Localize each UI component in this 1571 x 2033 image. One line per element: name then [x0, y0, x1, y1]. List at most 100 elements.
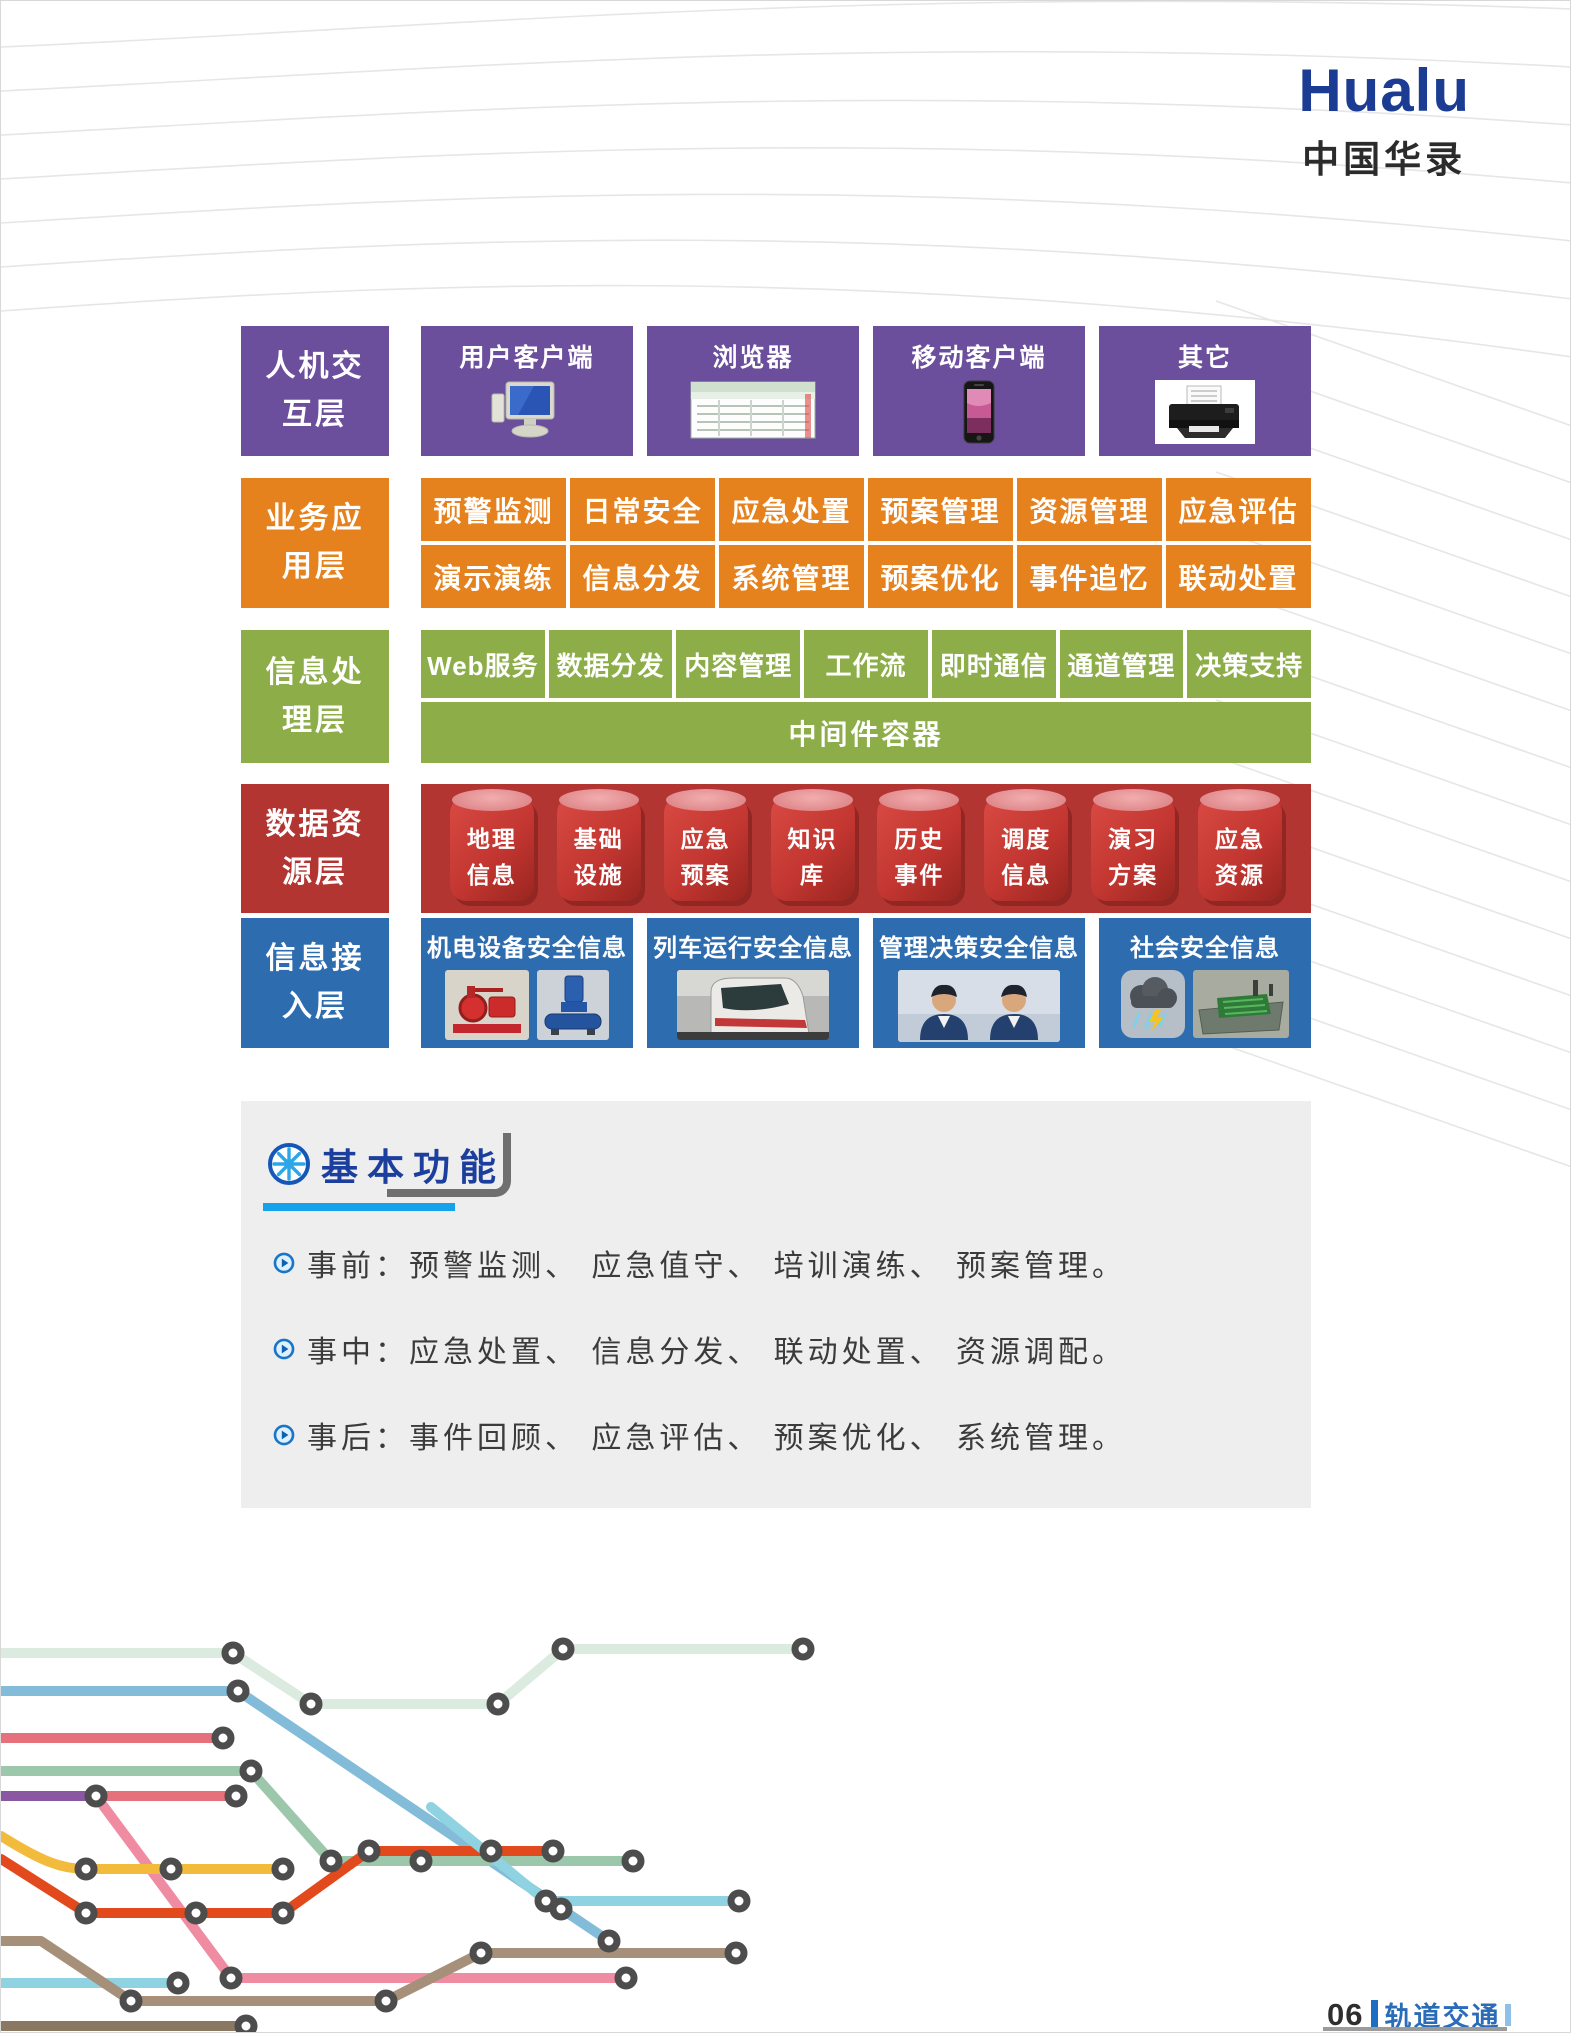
business-cell: 联动处置	[1166, 545, 1311, 608]
logo-company-text: 中国华录	[1302, 139, 1467, 180]
access-block-title: 管理决策安全信息	[879, 935, 1079, 962]
access-block-title: 机电设备安全信息	[427, 935, 627, 962]
function-bullet-before: 事前：预警监测、 应急值守、 培训演练、 预案管理。	[273, 1241, 1126, 1285]
layer-label-line: 入层	[282, 990, 348, 1023]
desktop-computer-icon	[491, 381, 555, 438]
bullet-arrow-icon	[273, 1252, 295, 1274]
cylinder-top	[879, 788, 960, 811]
database-cylinder: 基础设施	[556, 788, 641, 901]
layer-business: 业务应 用层 预警监测 日常安全 应急处置 预案管理 资源管理 应急评估 演示演…	[241, 478, 1311, 608]
database-cylinder: 地理信息	[449, 788, 534, 901]
database-cylinder: 应急预案	[663, 788, 748, 901]
access-block-management: 管理决策安全信息	[873, 918, 1085, 1048]
layer-label-business: 业务应 用层	[241, 478, 389, 608]
layer-interaction: 人机交 互层 用户客户端 浏览器	[241, 326, 1311, 456]
layer-processing: 信息处 理层 Web服务 数据分发 内容管理 工作流 即时通信 通道管理 决策支…	[241, 630, 1311, 763]
layer-label-line: 信息处	[265, 655, 365, 689]
business-cell: 演示演练	[421, 545, 566, 608]
circuit-board-photo-icon	[1193, 970, 1289, 1038]
basic-functions-title: 基本功能	[321, 1147, 505, 1188]
hualu-logo: Hualu 中国华录	[1298, 61, 1470, 183]
client-block-title: 其它	[1177, 344, 1232, 372]
footer-underline	[1323, 2027, 1507, 2031]
client-block-title: 用户客户端	[459, 344, 595, 372]
client-block-title: 移动客户端	[911, 344, 1047, 372]
layer-label-line: 理层	[282, 703, 348, 737]
cylinder-top	[558, 788, 639, 811]
page-number: 06	[1327, 1996, 1364, 2032]
blue-pump-photo-icon	[537, 970, 609, 1040]
processing-cell: 数据分发	[548, 630, 673, 698]
business-cell: 事件追忆	[1017, 545, 1162, 608]
access-block-train: 列车运行安全信息	[647, 918, 859, 1048]
cylinder-top	[1093, 788, 1174, 811]
function-bullet-text: 事中：应急处置、 信息分发、 联动处置、 资源调配。	[307, 1336, 1127, 1369]
business-cell: 预案管理	[868, 478, 1013, 541]
wheel-icon	[268, 1143, 310, 1185]
layer-label-line: 人机交	[265, 350, 365, 383]
function-bullet-text: 事前：预警监测、 应急值守、 培训演练、 预案管理。	[307, 1250, 1127, 1283]
function-bullet-after: 事后：事件回顾、 应急评估、 预案优化、 系统管理。	[273, 1413, 1126, 1457]
processing-cell: 即时通信	[931, 630, 1056, 698]
layer-data: 数据资 源层 地理信息 基础设施 应急预案 知识库 历史事件 调度信息 演习方案	[241, 784, 1311, 913]
layer-label-line: 信息接	[265, 942, 365, 975]
processing-cell: 内容管理	[676, 630, 801, 698]
business-cell: 应急评估	[1166, 478, 1311, 541]
layer-label-line: 源层	[282, 855, 348, 889]
database-cylinder: 应急资源	[1198, 788, 1282, 901]
browser-window-icon	[690, 381, 816, 439]
access-block-social: 社会安全信息	[1099, 918, 1311, 1048]
business-cell: 预案优化	[868, 545, 1013, 608]
function-bullet-text: 事后：事件回顾、 应急评估、 预案优化、 系统管理。	[307, 1422, 1127, 1455]
red-pump-photo-icon	[445, 970, 529, 1040]
cylinder-top	[772, 788, 853, 811]
footer-accent-bar	[1371, 1999, 1379, 2030]
layer-label-interaction: 人机交 互层	[241, 326, 389, 456]
cylinder-top	[1200, 788, 1280, 811]
storm-weather-icon	[1121, 970, 1185, 1038]
business-cell: 系统管理	[719, 545, 864, 608]
access-block-equipment: 机电设备安全信息	[421, 918, 633, 1048]
access-block-title: 社会安全信息	[1130, 935, 1280, 962]
client-block-browser: 浏览器	[647, 326, 859, 456]
database-cylinder: 知识库	[770, 788, 855, 901]
bullet-arrow-icon	[273, 1424, 295, 1446]
access-block-title: 列车运行安全信息	[653, 935, 853, 962]
client-block-title: 浏览器	[712, 344, 794, 372]
middleware-container-bar: 中间件容器	[421, 702, 1311, 763]
decision-makers-photo-icon	[898, 970, 1060, 1042]
title-bracket-decoration	[387, 1133, 511, 1197]
function-bullet-during: 事中：应急处置、 信息分发、 联动处置、 资源调配。	[273, 1327, 1126, 1371]
cylinder-top	[986, 788, 1067, 811]
client-block-user: 用户客户端	[421, 326, 633, 456]
database-cylinder: 历史事件	[877, 788, 962, 901]
logo-brand-text: Hualu	[1298, 57, 1470, 124]
processing-cell: 决策支持	[1187, 630, 1311, 698]
business-cell: 应急处置	[719, 478, 864, 541]
layer-label-line: 数据资	[265, 807, 365, 841]
business-cell: 信息分发	[570, 545, 715, 608]
business-cell: 预警监测	[421, 478, 566, 541]
basic-functions-panel: 基本功能 事前：预警监测、 应急值守、 培训演练、 预案管理。 事中：应急处置、…	[241, 1101, 1311, 1508]
bullet-arrow-icon	[273, 1338, 295, 1360]
train-photo-icon	[677, 970, 829, 1040]
client-block-mobile: 移动客户端	[873, 326, 1085, 456]
database-cylinder: 演习方案	[1091, 788, 1176, 901]
layer-label-line: 业务应	[265, 502, 365, 535]
layer-label-line: 互层	[282, 398, 348, 431]
layer-access: 信息接 入层 机电设备安全信息	[241, 918, 1311, 1048]
footer-accent-bar-light	[1505, 2003, 1512, 2026]
layer-label-line: 用层	[282, 550, 348, 583]
printer-icon	[1155, 380, 1255, 444]
business-cell: 资源管理	[1017, 478, 1162, 541]
processing-cell: Web服务	[421, 630, 545, 698]
title-blue-underline	[263, 1203, 455, 1211]
cylinder-top	[451, 788, 532, 811]
processing-cell: 通道管理	[1059, 630, 1184, 698]
cylinder-top	[665, 788, 746, 811]
basic-functions-header: 基本功能	[265, 1137, 505, 1191]
business-cell: 日常安全	[570, 478, 715, 541]
processing-cell: 工作流	[804, 630, 928, 698]
metro-map-decoration	[1, 1637, 815, 2032]
